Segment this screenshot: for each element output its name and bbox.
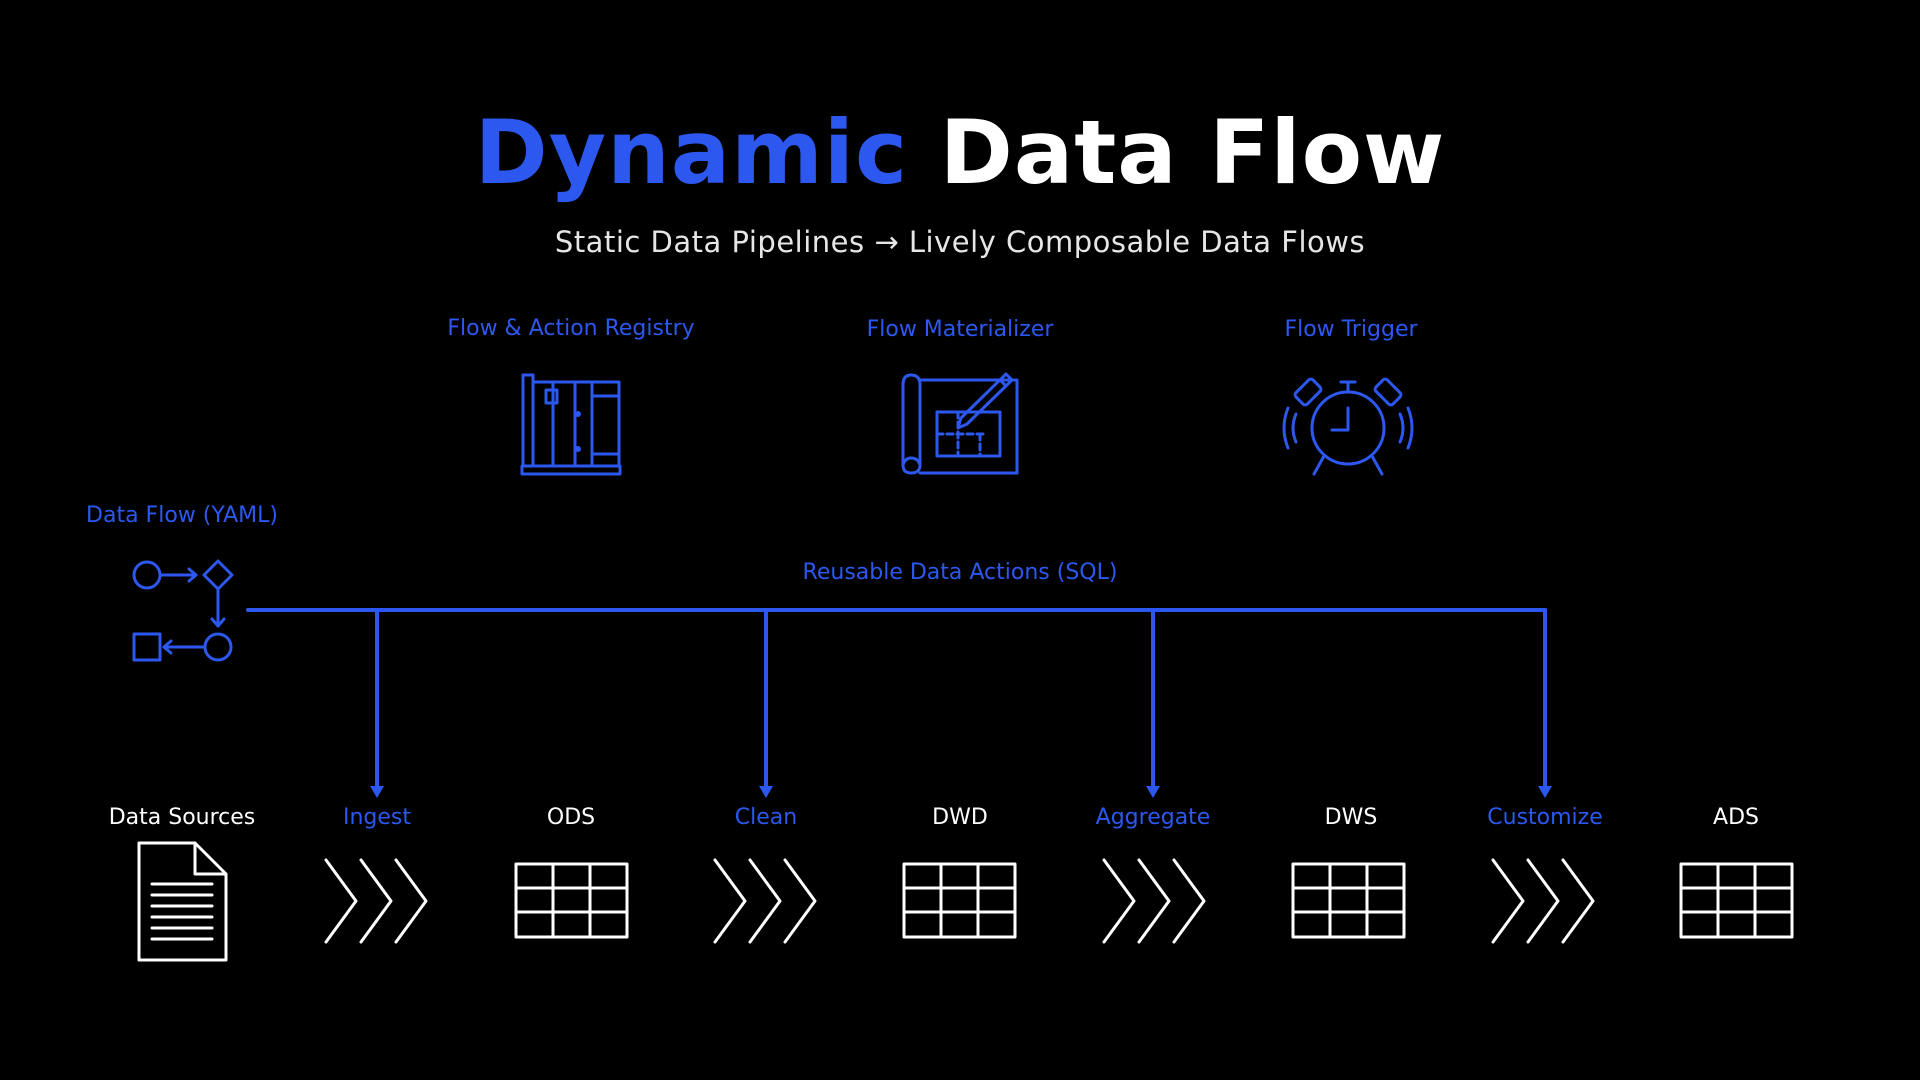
chevrons-icon [1491, 858, 1595, 944]
stage-label-dws: DWS [1324, 805, 1378, 830]
arrow-down-icon [759, 786, 773, 798]
table-icon [902, 862, 1017, 939]
table-icon [1291, 862, 1406, 939]
chevrons-icon [324, 858, 428, 944]
chevrons-icon [713, 858, 817, 944]
alarm-clock-icon [1282, 377, 1414, 476]
bookshelf-icon [520, 373, 622, 476]
stage-label-aggregate: Aggregate [1095, 805, 1211, 830]
page-title: Dynamic Data Flow [0, 98, 1920, 208]
stage-label-customize: Customize [1487, 805, 1603, 830]
table-icon [514, 862, 629, 939]
actions-label: Reusable Data Actions (SQL) [802, 560, 1118, 585]
arrow-down-icon [1146, 786, 1160, 798]
table-icon [1679, 862, 1794, 939]
data-flow-label: Data Flow (YAML) [86, 503, 278, 528]
page-subtitle: Static Data Pipelines → Lively Composabl… [554, 225, 1366, 259]
arrow-down-icon [1538, 786, 1552, 798]
chevrons-icon [1102, 858, 1206, 944]
arrow-down-icon [370, 786, 384, 798]
action-arrowheads [370, 786, 1552, 798]
component-label-materializer: Flow Materializer [866, 317, 1054, 342]
component-label-trigger: Flow Trigger [1284, 317, 1418, 342]
stage-label-data-sources: Data Sources [108, 805, 256, 830]
component-label-registry: Flow & Action Registry [447, 316, 695, 341]
document-icon [137, 841, 228, 962]
title-accent-word: Dynamic [474, 101, 909, 204]
stage-label-dwd: DWD [932, 805, 988, 830]
title-rest: Data Flow [939, 101, 1446, 204]
stage-label-ods: ODS [546, 805, 596, 830]
stage-label-ads: ADS [1713, 805, 1759, 830]
stage-label-clean: Clean [734, 805, 798, 830]
actions-bus [246, 608, 1547, 788]
flow-graph-icon [132, 559, 234, 662]
stage-label-ingest: Ingest [342, 805, 412, 830]
blueprint-icon [901, 372, 1019, 475]
